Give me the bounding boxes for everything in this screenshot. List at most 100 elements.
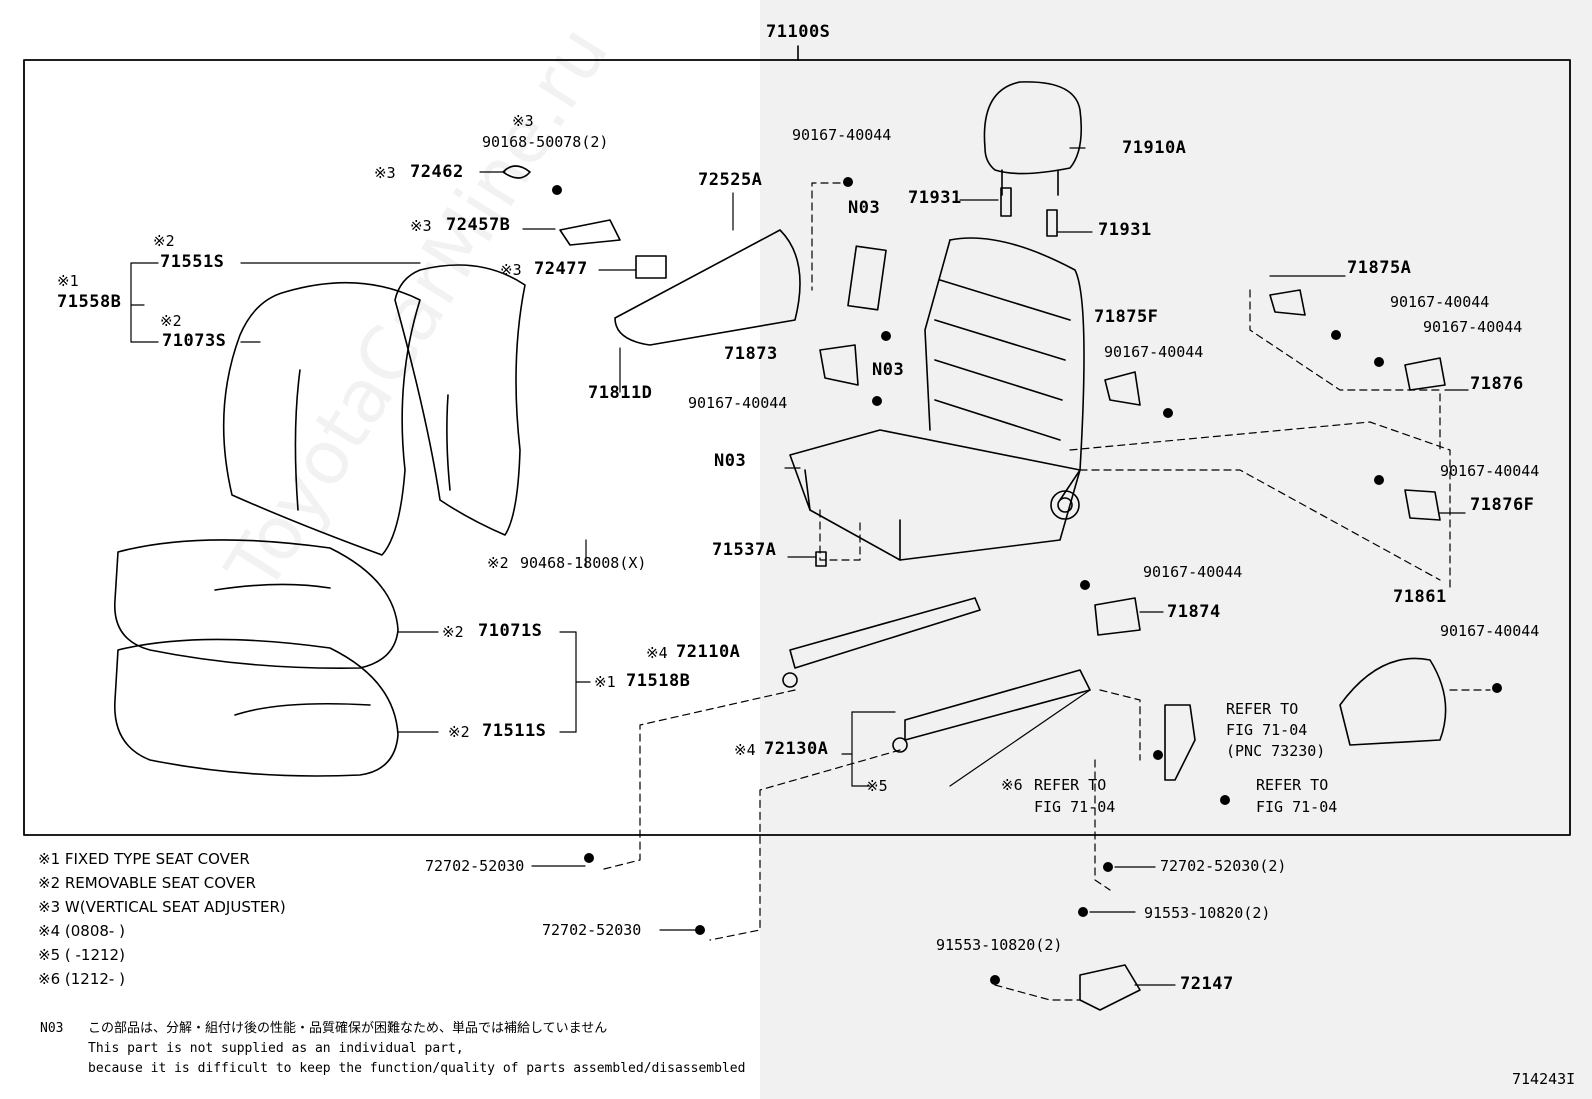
refer-label: REFER TO	[1256, 776, 1329, 794]
seat-track-72110a	[782, 597, 981, 688]
part-label-90167: 90167-40044	[1423, 318, 1523, 336]
part-label-72702: 72702-52030	[542, 921, 642, 939]
part-label-90167: 90167-40044	[1143, 563, 1243, 581]
seat-cushion-cover-upper	[114, 539, 399, 669]
part-label-n03: N03	[714, 451, 747, 471]
part-71876-icon	[1404, 357, 1446, 391]
part-label-90167: 90167-40044	[792, 126, 892, 144]
part-72457b-icon	[559, 219, 621, 246]
part-label-71551s: 71551S	[160, 252, 225, 272]
part-label-72110a: 72110A	[676, 642, 741, 662]
part-label-71874: 71874	[1167, 602, 1221, 622]
part-71931-left-icon	[1000, 187, 1012, 217]
part-label-71861: 71861	[1393, 587, 1447, 607]
part-72477-icon	[635, 255, 667, 279]
part-71931-right-icon	[1046, 209, 1058, 237]
note-mark: ※5	[866, 777, 888, 795]
n03-note-english-2: because it is difficult to keep the func…	[88, 1061, 746, 1076]
diagram-title: 71100S	[766, 22, 831, 42]
note-mark: ※2	[160, 312, 182, 330]
n03-note-english-1: This part is not supplied as an individu…	[88, 1041, 464, 1056]
seat-cushion-cover-lower	[114, 638, 399, 777]
part-label-72130a: 72130A	[764, 739, 829, 759]
note-mark: ※4	[734, 741, 756, 759]
leader-lines	[130, 147, 1469, 986]
part-label-72525a: 72525A	[698, 170, 763, 190]
seat-frame	[789, 237, 1085, 561]
footnote-4: ※4 (0808- )	[38, 922, 125, 940]
part-label-71875f: 71875F	[1094, 307, 1159, 327]
headrest	[983, 81, 1083, 196]
seatback-cover-inner	[394, 264, 526, 536]
side-shield-71811d	[614, 229, 801, 346]
refer-label: FIG 71-04	[1034, 798, 1116, 816]
part-71537a-icon	[815, 551, 827, 567]
part-71873-icon	[819, 344, 859, 386]
bolts	[552, 177, 1502, 985]
part-label-72147: 72147	[1180, 974, 1234, 994]
n03-note-code: N03	[40, 1021, 64, 1036]
note-mark: ※1	[57, 272, 79, 290]
refer-label: (PNC 73230)	[1226, 742, 1326, 760]
part-label-n03: N03	[872, 360, 905, 380]
footnote-3: ※3 W(VERTICAL SEAT ADJUSTER)	[38, 898, 286, 916]
seat-track-72130a	[892, 669, 1091, 753]
part-label-90167: 90167-40044	[1440, 462, 1540, 480]
note-mark: ※2	[442, 623, 464, 641]
part-label-91553: 91553-10820(2)	[936, 936, 1063, 954]
part-n03-module-icon	[847, 245, 887, 311]
part-label-71873: 71873	[724, 344, 778, 364]
part-72147-icon	[1079, 964, 1141, 1011]
part-label-90167: 90167-40044	[1390, 293, 1490, 311]
part-label-91553: 91553-10820(2)	[1144, 904, 1271, 922]
part-71876f-icon	[1404, 489, 1441, 521]
note-mark: ※4	[646, 644, 668, 662]
part-label-71910a: 71910A	[1122, 138, 1187, 158]
part-label-90167: 90167-40044	[1104, 343, 1204, 361]
part-label-71558b: 71558B	[57, 292, 122, 312]
footnote-6: ※6 (1212- )	[38, 970, 125, 988]
footnote-1: ※1 FIXED TYPE SEAT COVER	[38, 850, 250, 868]
part-label-71876f: 71876F	[1470, 495, 1535, 515]
part-label-72477: 72477	[534, 259, 588, 279]
part-label-n03: N03	[848, 198, 881, 218]
note-mark: ※3	[374, 164, 396, 182]
side-shield-71861	[1339, 657, 1447, 746]
part-label-71811d: 71811D	[588, 383, 653, 403]
refer-label: REFER TO	[1034, 776, 1107, 794]
refer-label: FIG 71-04	[1256, 798, 1338, 816]
note-mark: ※6	[1001, 776, 1023, 794]
footnote-2: ※2 REMOVABLE SEAT COVER	[38, 874, 256, 892]
part-label-90167: 90167-40044	[688, 394, 788, 412]
part-label-90168: 90168-50078(2)	[482, 133, 609, 151]
part-label-71537a: 71537A	[712, 540, 777, 560]
part-label-71518b: 71518B	[626, 671, 691, 691]
refer-label: REFER TO	[1226, 700, 1299, 718]
note-mark: ※2	[448, 723, 470, 741]
n03-note-japanese: この部品は、分解・組付け後の性能・品質確保が困難なため、単品では補給していません	[88, 1021, 608, 1036]
part-label-72702: 72702-52030	[425, 857, 525, 875]
part-72462-icon	[502, 165, 531, 179]
part-label-90167: 90167-40044	[1440, 622, 1540, 640]
part-71875a-icon	[1269, 289, 1306, 316]
part-label-71875a: 71875A	[1347, 258, 1412, 278]
part-label-71071s: 71071S	[478, 621, 543, 641]
part-label-71073s: 71073S	[162, 331, 227, 351]
note-mark: ※3	[500, 261, 522, 279]
note-mark: ※3	[512, 112, 534, 130]
part-label-90468: 90468-18008(X)	[520, 554, 647, 572]
note-mark: ※2	[153, 232, 175, 250]
part-71874-icon	[1094, 597, 1141, 636]
part-label-72702: 72702-52030(2)	[1160, 857, 1287, 875]
part-label-71931: 71931	[908, 188, 962, 208]
seatback-cover-outer	[222, 281, 421, 556]
note-mark: ※1	[594, 673, 616, 691]
part-label-71876: 71876	[1470, 374, 1524, 394]
part-label-71931: 71931	[1098, 220, 1152, 240]
diagram-frame	[23, 59, 1571, 836]
note-mark: ※2	[487, 554, 509, 572]
belt-buckle-icon	[1164, 704, 1196, 781]
note-mark: ※3	[410, 217, 432, 235]
refer-label: FIG 71-04	[1226, 721, 1308, 739]
